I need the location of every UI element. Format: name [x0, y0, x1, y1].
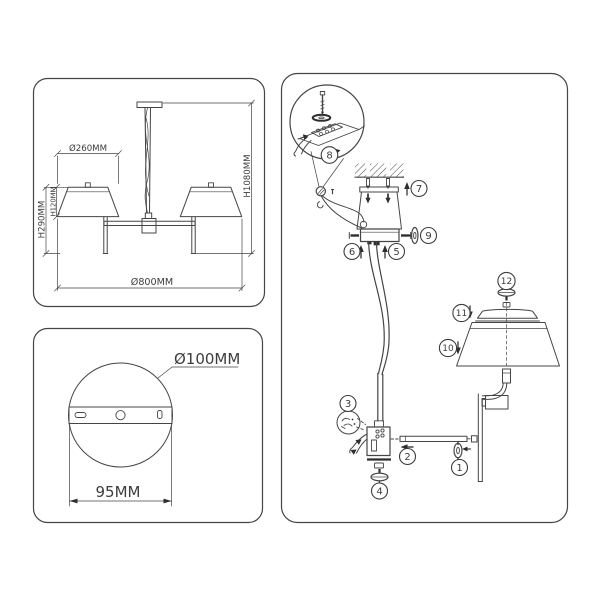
stem-connector — [144, 212, 153, 219]
bracket-center-hole — [115, 410, 126, 421]
supply-wire — [322, 195, 365, 223]
step-badge-7: 7 — [410, 179, 428, 198]
step-number: 8 — [326, 151, 332, 162]
mounting-bracket — [68, 406, 173, 424]
side-screw-left — [348, 232, 359, 239]
wire-twist-detail-circle — [336, 410, 366, 435]
step-number: 6 — [349, 247, 355, 258]
hub-wire — [349, 433, 368, 454]
dim-bracket-width: 95MM — [69, 424, 172, 507]
dim-total-width: Ø800MM — [54, 218, 246, 292]
left-post — [102, 216, 109, 254]
detail-leader-line — [310, 151, 320, 187]
bottom-finial — [367, 458, 391, 486]
lamp-holder — [481, 395, 509, 410]
wiring-detail-circle — [289, 84, 365, 160]
washer — [407, 226, 419, 245]
dim-total-width-label: Ø800MM — [131, 276, 173, 288]
canopy-cup — [356, 186, 402, 230]
terminal-screw — [319, 91, 326, 115]
dim-canopy-diameter-label: Ø100MM — [174, 350, 240, 368]
dim-body-height-label: H290MM — [38, 201, 48, 239]
dim-shade-diameter: Ø260MM — [54, 143, 122, 184]
step-badge-5: 5 — [387, 242, 406, 261]
step-badge-2: 2 — [398, 447, 417, 466]
screw-direction-arrow — [385, 193, 391, 204]
lamp-arm — [477, 382, 508, 482]
threaded-rod — [374, 372, 384, 428]
canopy-circle — [68, 362, 173, 468]
dim-bracket-width-label: 95MM — [96, 483, 141, 501]
central-hub — [349, 426, 391, 457]
ceiling-plate — [136, 101, 163, 108]
step-badge-12: 12 — [497, 271, 516, 291]
washer-detail — [311, 113, 332, 122]
dim-shade-height-label: H120MM — [50, 186, 58, 216]
canopy-bottom-view: Ø100MM 95MM — [68, 350, 240, 507]
step-number: 12 — [501, 277, 512, 287]
step-badge-8: 8 — [320, 146, 339, 164]
mounting-bar — [359, 228, 400, 246]
terminal-wire — [293, 137, 308, 157]
hanging-cords — [368, 241, 390, 376]
ceiling-wire-grommet — [315, 186, 335, 209]
screw-direction-arrow — [365, 193, 371, 204]
step-badge-3: 3 — [339, 394, 357, 413]
bracket-slot — [74, 412, 87, 418]
step-number: 2 — [404, 452, 410, 463]
lock-ring — [453, 440, 472, 462]
step-number: 1 — [456, 463, 462, 474]
step-badge-1: 1 — [450, 458, 469, 477]
wire-loop — [359, 220, 368, 229]
chandelier-front-view: Ø260MM H1080MM H290MM H120MM — [38, 99, 255, 292]
canopy-view-panel-border — [32, 327, 264, 524]
arm-connector — [471, 435, 478, 443]
step-number: 5 — [393, 247, 399, 258]
stem-with-cable — [144, 107, 151, 214]
left-lampshade — [56, 182, 120, 218]
exploded-assembly: 1 2 3 4 5 6 7 8 — [289, 84, 560, 500]
step-5-arrow — [382, 245, 388, 259]
step-badge-10: 10 — [438, 338, 458, 358]
cross-bar — [103, 220, 196, 227]
dim-body-height: H290MM — [38, 183, 69, 257]
step-7-arrow — [404, 182, 410, 196]
step-badge-9: 9 — [419, 226, 438, 245]
supply-wire — [321, 196, 364, 230]
ceiling-hatch — [354, 163, 405, 178]
step-badge-6: 6 — [343, 242, 361, 261]
lamp-socket — [502, 368, 511, 384]
step-number: 4 — [376, 487, 382, 498]
hub-wire — [356, 438, 368, 454]
dim-shade-diameter-label: Ø260MM — [69, 143, 107, 154]
wire-hook — [316, 201, 324, 209]
bracket-side-hole — [157, 410, 163, 419]
step-number: 7 — [416, 184, 422, 195]
terminal-block — [299, 122, 365, 146]
dim-shade-height: H120MM — [50, 183, 60, 220]
step-number: 11 — [456, 309, 467, 319]
lamp-shade — [456, 322, 560, 367]
assembly-panel-border — [280, 72, 569, 524]
shade-ring — [475, 308, 540, 322]
right-lampshade — [179, 182, 243, 218]
detail-leader-line — [322, 158, 344, 188]
dim-total-height-label: H1080MM — [243, 154, 253, 197]
step-number: 9 — [425, 231, 431, 242]
right-post — [190, 216, 197, 254]
terminal-wire — [301, 140, 312, 155]
front-view-panel-border — [32, 77, 266, 308]
dim-total-height: H1080MM — [162, 99, 255, 257]
step-badge-4: 4 — [370, 482, 389, 500]
step-badge-11: 11 — [452, 303, 471, 323]
dim-canopy-diameter: Ø100MM — [157, 350, 240, 379]
arm-tube — [399, 435, 468, 442]
step-number: 3 — [345, 399, 351, 410]
step-number: 10 — [442, 344, 454, 354]
